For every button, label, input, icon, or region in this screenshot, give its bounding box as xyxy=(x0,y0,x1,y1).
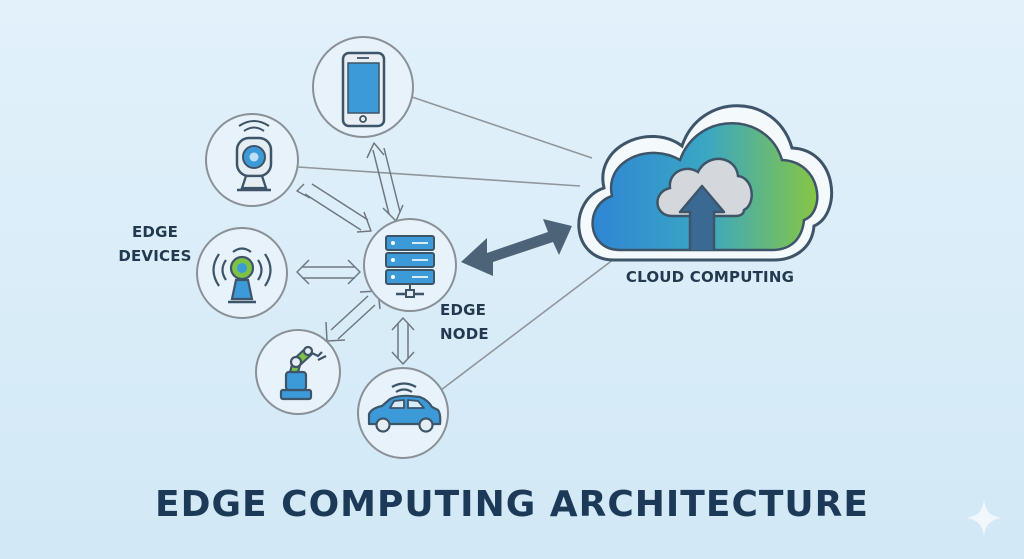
line-smartphone-cloud xyxy=(411,96,593,159)
edge-node-label-line2: NODE xyxy=(440,325,489,343)
edge-node-label: EDGE NODE xyxy=(440,298,500,346)
edge-devices-label-line1: EDGE xyxy=(131,223,179,241)
smartphone-icon xyxy=(341,51,386,128)
diagram-title: EDGE COMPUTING ARCHITECTURE xyxy=(155,484,869,525)
edge-devices-label: EDGE DEVICES xyxy=(100,220,210,268)
arrow-webcam-node xyxy=(296,183,372,233)
cloud-computing-label: CLOUD COMPUTING xyxy=(625,268,795,286)
robot-arm-icon xyxy=(279,345,327,401)
edge-devices-label-line2: DEVICES xyxy=(118,247,192,265)
webcam-icon xyxy=(235,120,273,192)
sparkle-icon xyxy=(966,500,1002,536)
wireless-sensor-icon xyxy=(212,247,272,304)
arrow-sensor-node xyxy=(296,259,361,285)
server-rack-icon xyxy=(385,235,435,298)
line-car-cloud xyxy=(440,255,619,391)
connected-car-icon xyxy=(367,382,442,433)
cloud-upload-icon xyxy=(577,104,834,262)
arrow-car-node xyxy=(391,317,415,365)
arrow-robot-node xyxy=(325,290,381,342)
cloud-connection-lines xyxy=(297,96,619,391)
line-webcam-cloud xyxy=(297,166,581,187)
edge-node-label-line1: EDGE xyxy=(440,301,487,319)
node-cloud-arrow xyxy=(461,219,572,276)
arrow-smartphone-node xyxy=(366,142,404,222)
device-node-arrows xyxy=(296,142,415,365)
